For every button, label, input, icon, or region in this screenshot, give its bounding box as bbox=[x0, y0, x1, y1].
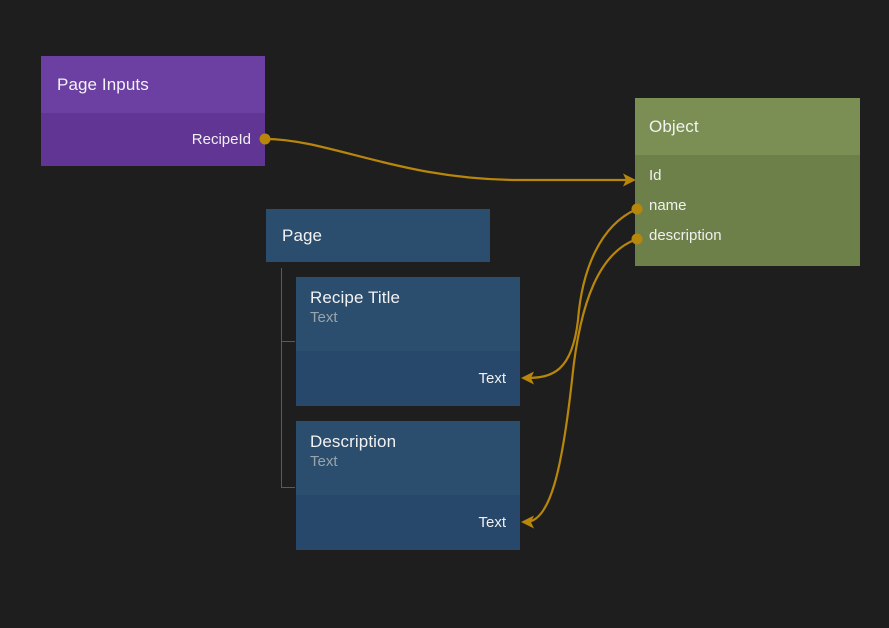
node-recipe-title[interactable]: Recipe Title Text Text bbox=[296, 277, 520, 406]
field-row-name[interactable]: name bbox=[649, 191, 860, 221]
node-recipe-title-subtitle: Text bbox=[310, 309, 338, 326]
node-page-inputs-header[interactable]: Page Inputs bbox=[41, 56, 265, 113]
port-label-recipeid: RecipeId bbox=[191, 130, 251, 148]
node-recipe-title-body[interactable]: Text bbox=[296, 351, 520, 406]
node-object-body[interactable]: Id name description bbox=[635, 155, 860, 266]
node-description-subtitle: Text bbox=[310, 453, 338, 470]
node-description-body[interactable]: Text bbox=[296, 495, 520, 550]
port-label-description-text: Text bbox=[478, 513, 506, 531]
tree-connector-stub-recipe-title bbox=[281, 341, 295, 342]
field-row-description[interactable]: description bbox=[649, 221, 860, 251]
field-row-id[interactable]: Id bbox=[649, 161, 860, 191]
node-description[interactable]: Description Text Text bbox=[296, 421, 520, 550]
edge-recipeid-to-id bbox=[259, 133, 636, 187]
edge-description-to-description-text bbox=[521, 233, 643, 529]
port-label-description: description bbox=[649, 227, 722, 244]
port-label-id: Id bbox=[649, 167, 662, 184]
tree-connector-stub-description bbox=[281, 487, 295, 488]
node-object-header[interactable]: Object bbox=[635, 98, 860, 155]
node-description-header[interactable]: Description Text bbox=[296, 421, 520, 495]
edge-arrowhead bbox=[521, 371, 534, 385]
node-recipe-title-header[interactable]: Recipe Title Text bbox=[296, 277, 520, 351]
node-page-header[interactable]: Page bbox=[266, 209, 490, 262]
node-object-title: Object bbox=[649, 117, 699, 136]
node-page[interactable]: Page bbox=[266, 209, 490, 262]
node-description-title: Description bbox=[310, 432, 397, 451]
port-label-name: name bbox=[649, 197, 687, 214]
node-page-inputs-title: Page Inputs bbox=[57, 75, 149, 94]
edge-name-to-recipe-title-text bbox=[521, 203, 643, 385]
port-label-recipe-title-text: Text bbox=[478, 369, 506, 387]
node-page-inputs[interactable]: Page Inputs RecipeId bbox=[41, 56, 265, 166]
node-recipe-title-title: Recipe Title bbox=[310, 288, 401, 307]
tree-connector-vertical bbox=[281, 268, 282, 488]
node-object[interactable]: Object Id name description bbox=[635, 98, 860, 266]
node-page-title: Page bbox=[282, 226, 323, 245]
edge-arrowhead bbox=[521, 515, 534, 529]
node-page-inputs-body[interactable]: RecipeId bbox=[41, 113, 265, 166]
